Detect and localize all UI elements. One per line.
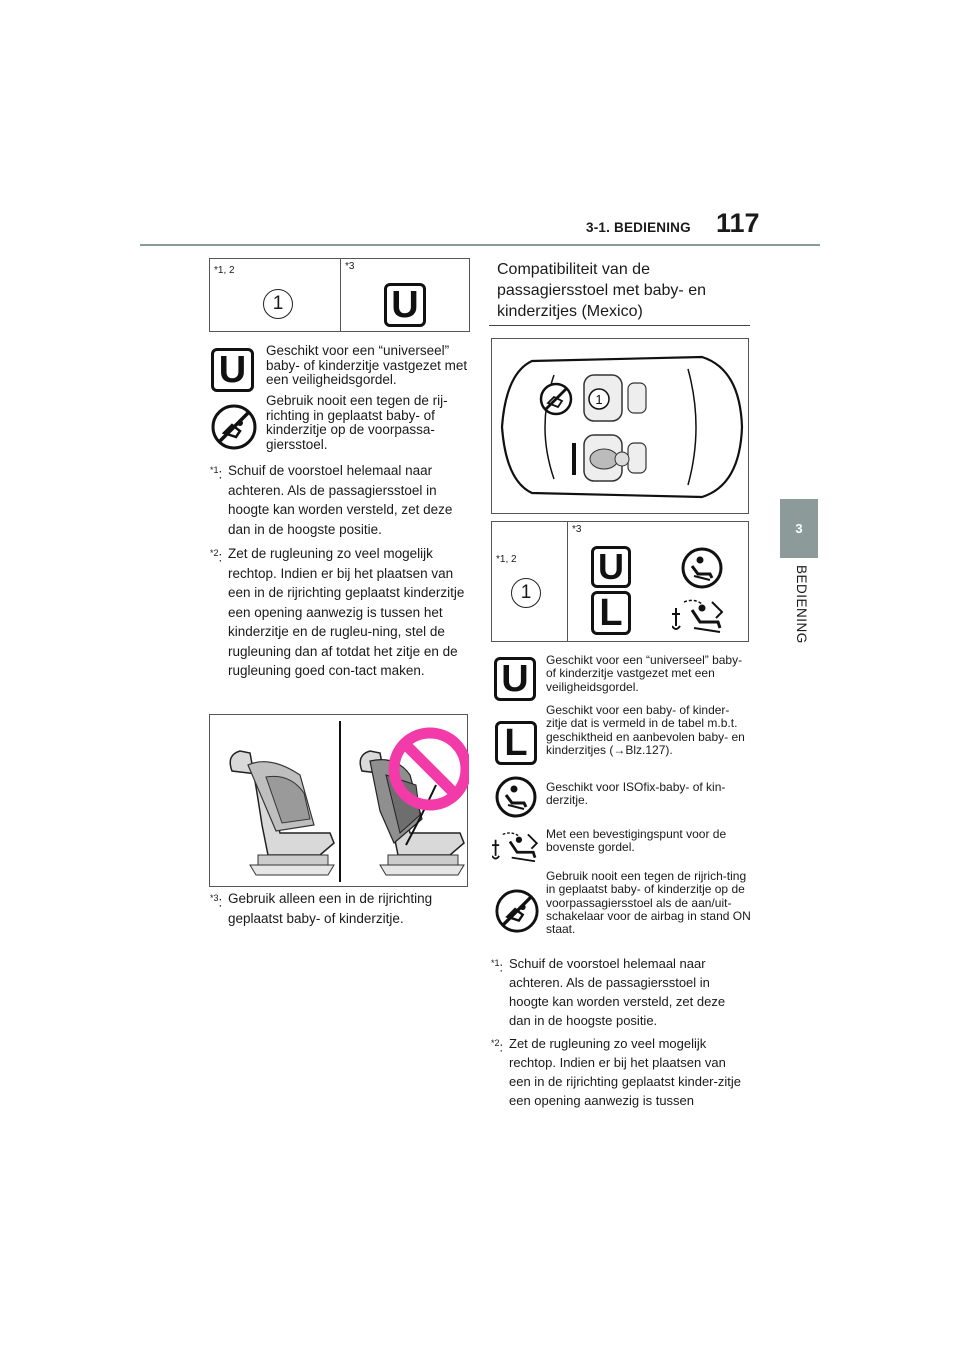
cell-footnote-label: *3 <box>572 524 582 535</box>
listed-L-icon: L <box>591 591 631 635</box>
listed-L-icon: L <box>495 721 537 765</box>
universal-U-icon: U <box>211 348 254 392</box>
table-cell-position: *1, 2 1 <box>492 522 568 641</box>
no-rear-facing-seat-icon <box>211 404 257 450</box>
legend-text-isofix: Geschikt voor ISOfix-baby- of kin-derzit… <box>546 780 726 808</box>
chapter-tab[interactable]: 3 <box>780 499 818 558</box>
left-seat-table: *1, 2 1 *3 U <box>209 258 470 332</box>
seat-illustration <box>229 721 472 882</box>
footnote-3: *3: Gebruik alleen een in de rijrichting… <box>210 891 433 926</box>
position-number: 1 <box>595 392 602 407</box>
seat-figure <box>209 714 472 887</box>
driver-figure <box>572 443 630 475</box>
universal-U-icon: U <box>384 283 426 327</box>
footnote-1: *1: Schuif de voorstoel helemaal naar ac… <box>491 956 726 1028</box>
legend-text-no-rear-facing: Gebruik nooit een tegen de rij-richting … <box>266 393 448 452</box>
car-top-view: 1 <box>500 355 744 499</box>
table-cell-category: *3 U L <box>568 522 748 641</box>
universal-U-icon: U <box>591 546 631 588</box>
no-rear-facing-seat-icon <box>495 889 539 933</box>
no-rear-facing-seat-icon <box>539 382 573 416</box>
prohibited-icon <box>388 727 472 811</box>
legend-text-listed: Geschikt voor een baby- of kinder-zitje … <box>546 703 745 757</box>
footnote-2: *2: Zet de rugleuning zo veel mogelijk r… <box>491 1036 741 1108</box>
legend-text-universal: Geschikt voor een “universeel” baby- of … <box>266 343 468 387</box>
cell-footnote-label: *1, 2 <box>496 554 517 565</box>
top-tether-icon <box>492 832 539 863</box>
page-number: 117 <box>716 208 760 238</box>
isofix-icon <box>495 776 537 818</box>
right-seat-table: *1, 2 1 *3 U L <box>491 521 749 642</box>
legend-text-universal: Geschikt voor een “universeel” baby- of … <box>546 653 743 694</box>
car-seat-diagram: 1 <box>491 338 749 514</box>
seat-position-number: 1 <box>263 289 293 319</box>
isofix-icon <box>681 547 723 589</box>
chapter-label: BEDIENING <box>794 565 809 644</box>
universal-U-icon: U <box>494 657 536 701</box>
legend-text-no-rear-facing: Gebruik nooit een tegen de rijrich-ting … <box>546 869 751 937</box>
section-heading: Compatibiliteit van de passagiersstoel m… <box>497 261 706 320</box>
table-cell-position: *1, 2 1 <box>210 259 341 331</box>
header-rule <box>140 244 820 246</box>
footnote-2: *2: Zet de rugleuning zo veel mogelijk r… <box>210 546 465 678</box>
heading-rule <box>489 325 750 326</box>
top-tether-icon <box>672 599 724 633</box>
cell-footnote-label: *3 <box>345 261 355 272</box>
legend-text-top-tether: Met een bevestigingspunt voor de bovenst… <box>546 827 727 855</box>
cell-footnote-label: *1, 2 <box>214 265 235 276</box>
table-cell-category: *3 U <box>341 259 469 331</box>
footnote-1: *1: Schuif de voorstoel helemaal naar ac… <box>210 463 453 537</box>
seat-position-number: 1 <box>511 578 541 608</box>
section-label: 3-1. BEDIENING <box>586 220 691 235</box>
